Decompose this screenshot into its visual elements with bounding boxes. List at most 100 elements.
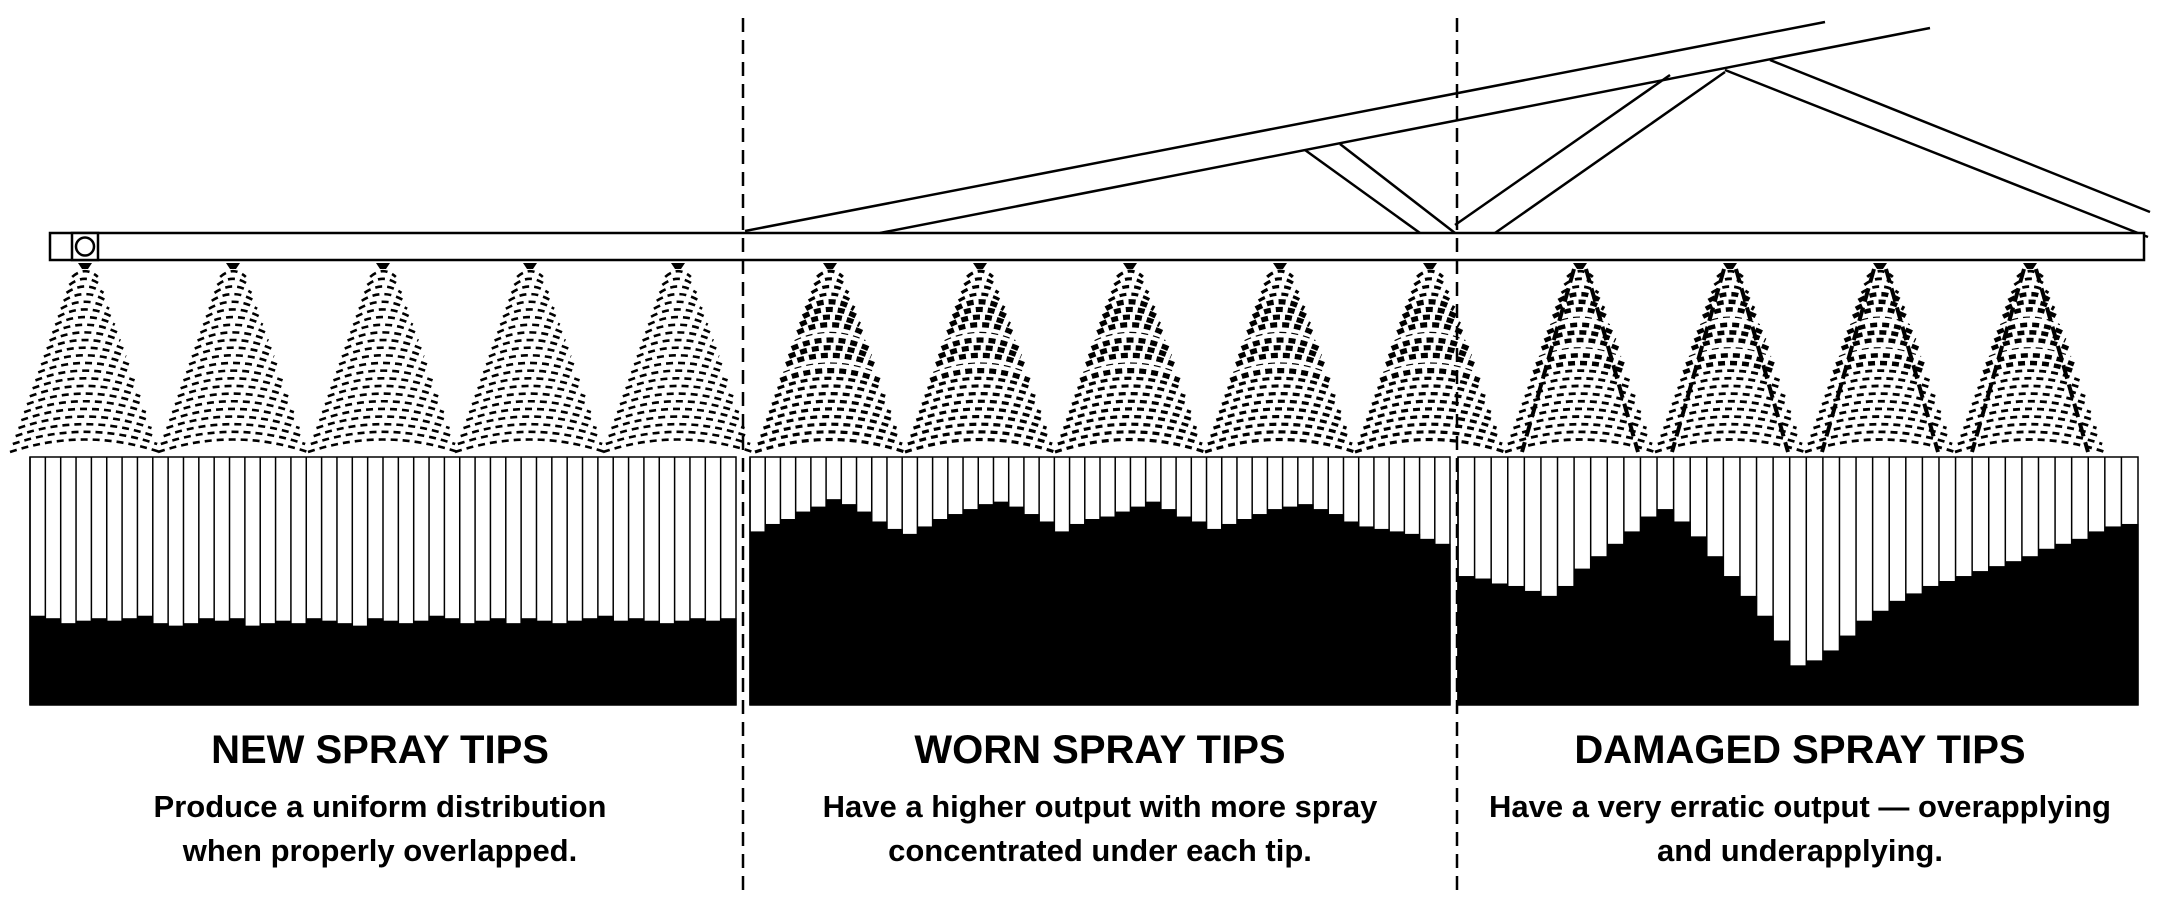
collection-bar xyxy=(1389,531,1405,705)
collection-bar xyxy=(963,509,979,705)
description-line: Produce a uniform distribution xyxy=(153,789,607,824)
spray-cones xyxy=(9,263,2106,454)
collection-bar xyxy=(367,618,384,705)
spray-nozzle xyxy=(1804,263,1956,454)
truss-strut xyxy=(1494,70,1726,235)
description-line: Have a very erratic output — overapplyin… xyxy=(1489,789,2111,824)
worn-tips-title: WORN SPRAY TIPS xyxy=(914,728,1286,772)
collection-bar xyxy=(1221,523,1238,705)
collection-bar xyxy=(106,620,123,705)
collection-bar xyxy=(352,625,369,705)
collection-bar xyxy=(475,620,492,705)
spray-nozzle xyxy=(454,263,606,454)
collection-bar xyxy=(613,620,630,705)
truss-strut xyxy=(1724,68,2149,239)
collection-bar xyxy=(536,620,553,705)
collection-bar xyxy=(1607,543,1625,705)
description-line: and underapplying. xyxy=(1657,833,1943,868)
collection-bar xyxy=(1524,590,1542,705)
collection-bar xyxy=(122,618,139,705)
collection-bar xyxy=(1252,514,1268,705)
collection-bar xyxy=(1358,526,1375,705)
collection-bar xyxy=(1540,595,1559,705)
collection-bar xyxy=(214,620,231,705)
spray-nozzle xyxy=(754,263,906,454)
collection-bar xyxy=(229,618,246,705)
collection-bar xyxy=(521,618,538,705)
collection-bar xyxy=(459,623,476,705)
collection-bar xyxy=(398,623,415,705)
collection-bar xyxy=(260,623,277,705)
collection-bar xyxy=(1640,516,1658,705)
collection-bar xyxy=(2038,548,2056,705)
boom-end-fitting xyxy=(70,231,100,262)
collection-bar xyxy=(1419,538,1436,705)
description-line: Have a higher output with more spray xyxy=(822,789,1378,824)
collection-bar xyxy=(993,501,1010,705)
collection-bar xyxy=(659,623,676,705)
collection-bar xyxy=(444,618,461,705)
collection-bar xyxy=(152,623,169,705)
truss-beam xyxy=(879,26,1931,235)
spray-nozzle xyxy=(1204,263,1356,454)
collection-bar xyxy=(780,519,797,705)
collection-bar xyxy=(1557,585,1575,705)
collection-bar xyxy=(383,620,399,705)
collection-bar xyxy=(917,526,934,705)
collection-bar xyxy=(413,620,430,705)
new-tips-title: NEW SPRAY TIPS xyxy=(211,728,549,772)
collection-bar xyxy=(183,623,200,705)
spray-nozzle xyxy=(1954,263,2106,454)
collection-bar xyxy=(2088,531,2106,705)
collection-bar xyxy=(290,623,307,705)
collection-bar xyxy=(336,623,353,705)
collection-bar xyxy=(567,620,584,705)
collection-bar xyxy=(1889,600,1907,705)
collection-bar xyxy=(91,618,108,705)
collection-bar xyxy=(1938,581,1957,705)
spray-nozzle xyxy=(307,263,459,454)
collection-bar xyxy=(505,623,522,705)
collection-bar xyxy=(1988,566,2006,705)
collection-bar xyxy=(1507,585,1525,705)
collection-bar xyxy=(1236,519,1253,705)
collection-bar xyxy=(1723,576,1741,705)
collection-bar xyxy=(1343,521,1360,705)
truss-strut xyxy=(1769,58,2151,214)
collection-bar xyxy=(1084,519,1101,705)
collection-bar xyxy=(1922,585,1940,705)
spray-nozzle xyxy=(904,263,1056,454)
collection-bar xyxy=(1458,576,1476,705)
collection-bar xyxy=(1872,610,1890,705)
spray-nozzle xyxy=(1054,263,1206,454)
collection-bar xyxy=(1756,615,1774,705)
collection-bar xyxy=(795,511,812,705)
collection-bar xyxy=(1690,536,1708,705)
collection-bar xyxy=(1706,556,1724,705)
truss-beam xyxy=(744,20,1826,233)
worn-tips-description: Have a higher output with more spray con… xyxy=(740,785,1460,873)
collection-bar xyxy=(551,623,568,705)
collection-bar xyxy=(1955,576,1973,705)
collection-bar xyxy=(902,533,918,705)
collection-bar xyxy=(1023,514,1040,705)
truss-strut xyxy=(1304,148,1421,235)
collection-bar xyxy=(1590,556,1608,705)
collection-bar xyxy=(1039,521,1055,705)
collection-bar xyxy=(168,625,185,705)
collection-bar xyxy=(2071,538,2089,705)
spray-nozzle xyxy=(1354,263,1506,454)
collection-bar xyxy=(1191,521,1208,705)
panel-dividers xyxy=(741,18,1459,895)
collection-bar xyxy=(30,615,46,705)
collection-bar xyxy=(1806,660,1824,705)
collection-bar xyxy=(978,504,995,705)
collection-bar xyxy=(1008,506,1025,705)
collection-bar xyxy=(1623,531,1642,705)
damaged-tips-title: DAMAGED SPRAY TIPS xyxy=(1574,728,2026,772)
collection-bar xyxy=(2021,556,2040,705)
description-line: concentrated under each tip. xyxy=(888,833,1312,868)
collection-bar xyxy=(321,620,338,705)
collection-bar xyxy=(841,504,858,705)
